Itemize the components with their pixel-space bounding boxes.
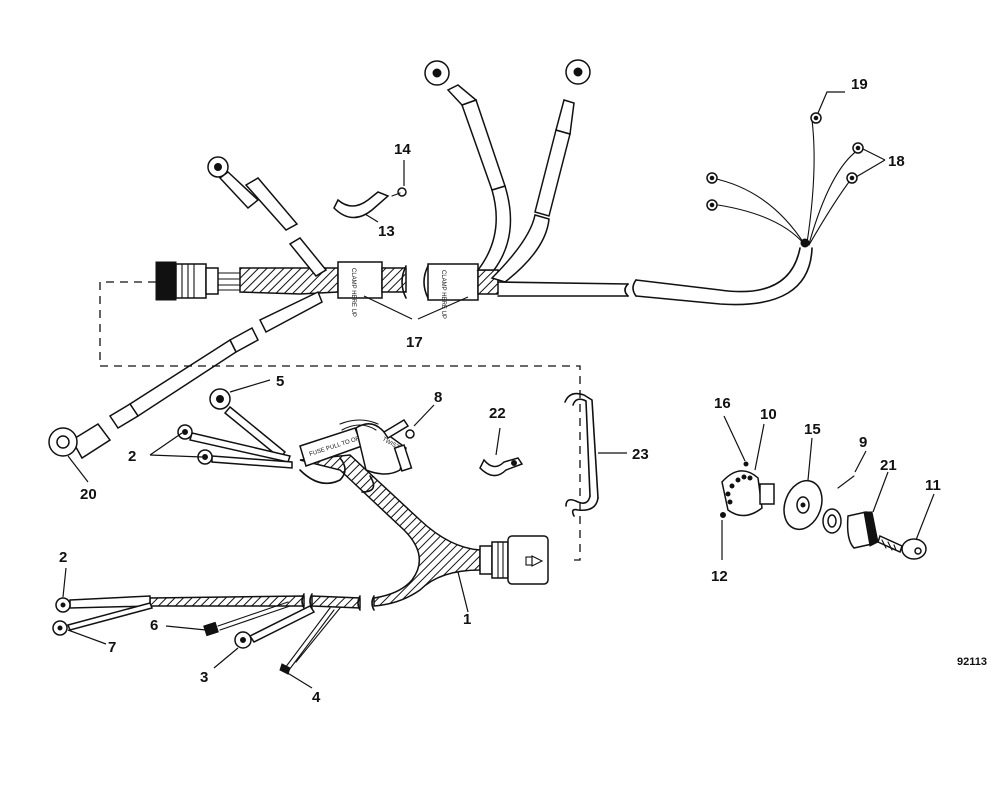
upper-plug-connector	[155, 261, 241, 301]
clamp-13	[333, 191, 390, 219]
wire-fan-18-19	[706, 112, 864, 248]
clamp-sleeve-1: CLAMP HERE UP	[337, 261, 383, 317]
lead-up-left	[207, 156, 328, 277]
callout-18: 18	[888, 153, 905, 170]
callout-7: 7	[108, 639, 116, 656]
ignition-switch-body	[721, 470, 775, 517]
callout-12: 12	[711, 568, 728, 585]
lower-trunk-hatched	[299, 454, 481, 607]
callout-1: 1	[463, 611, 471, 628]
dashed-connection-path	[99, 281, 581, 561]
lower-harness: FUSE PULL TO OPEN TWIST	[52, 388, 549, 675]
callout-22: 22	[489, 405, 506, 422]
svg-text:CLAMP HERE UP: CLAMP HERE UP	[350, 268, 356, 317]
callout-20: 20	[80, 486, 97, 503]
lower-plug-connector	[479, 535, 549, 585]
clip-22	[479, 457, 524, 477]
callout-8: 8	[434, 389, 442, 406]
callout-21: 21	[880, 457, 897, 474]
leads-2-5	[177, 388, 293, 469]
lead-down-left	[48, 290, 323, 460]
callout-16: 16	[714, 395, 731, 412]
callout-numbers: 19 18 14 13 17 5 8 22 23 2 20 16 10 15 9…	[59, 76, 987, 706]
callout-9: 9	[859, 434, 867, 451]
nut	[822, 508, 842, 534]
callout-19: 19	[851, 76, 868, 93]
callout-3: 3	[200, 669, 208, 686]
callout-17: 17	[406, 334, 423, 351]
cap-21	[846, 511, 879, 549]
svg-text:CLAMP HERE UP: CLAMP HERE UP	[440, 270, 446, 319]
upper-harness: CLAMP HERE UP CLAMP HERE UP	[48, 59, 864, 561]
lead-3	[234, 605, 316, 649]
bracket-23	[564, 392, 599, 517]
leader-lines	[62, 91, 935, 689]
callout-11: 11	[925, 477, 941, 494]
callout-23: 23	[632, 446, 649, 463]
screw-14	[391, 187, 407, 197]
lead-4	[279, 607, 341, 675]
key-11	[877, 534, 927, 560]
callout-13: 13	[378, 223, 395, 240]
upper-trunk-mid	[381, 267, 407, 293]
callout-6: 6	[150, 617, 158, 634]
bezel-15	[783, 479, 823, 531]
screw-16	[743, 461, 749, 467]
lead-6	[203, 601, 291, 637]
battery-lead-1	[424, 60, 512, 271]
screw-9	[837, 475, 855, 489]
diagram-code: 92113	[957, 656, 987, 668]
callout-2a: 2	[128, 448, 136, 465]
callout-2b: 2	[59, 549, 67, 566]
callout-14: 14	[394, 141, 411, 158]
clamp-sleeve-2: CLAMP HERE UP	[427, 263, 479, 319]
screw-12	[720, 512, 726, 518]
callout-5: 5	[276, 373, 284, 390]
battery-lead-2	[490, 59, 591, 283]
bolt-8	[382, 418, 415, 440]
callout-10: 10	[760, 406, 777, 423]
callout-15: 15	[804, 421, 821, 438]
callout-4: 4	[312, 689, 321, 706]
main-cable-right	[497, 247, 801, 297]
upper-trunk-right	[477, 269, 499, 295]
ignition-switch-assembly	[720, 461, 927, 560]
